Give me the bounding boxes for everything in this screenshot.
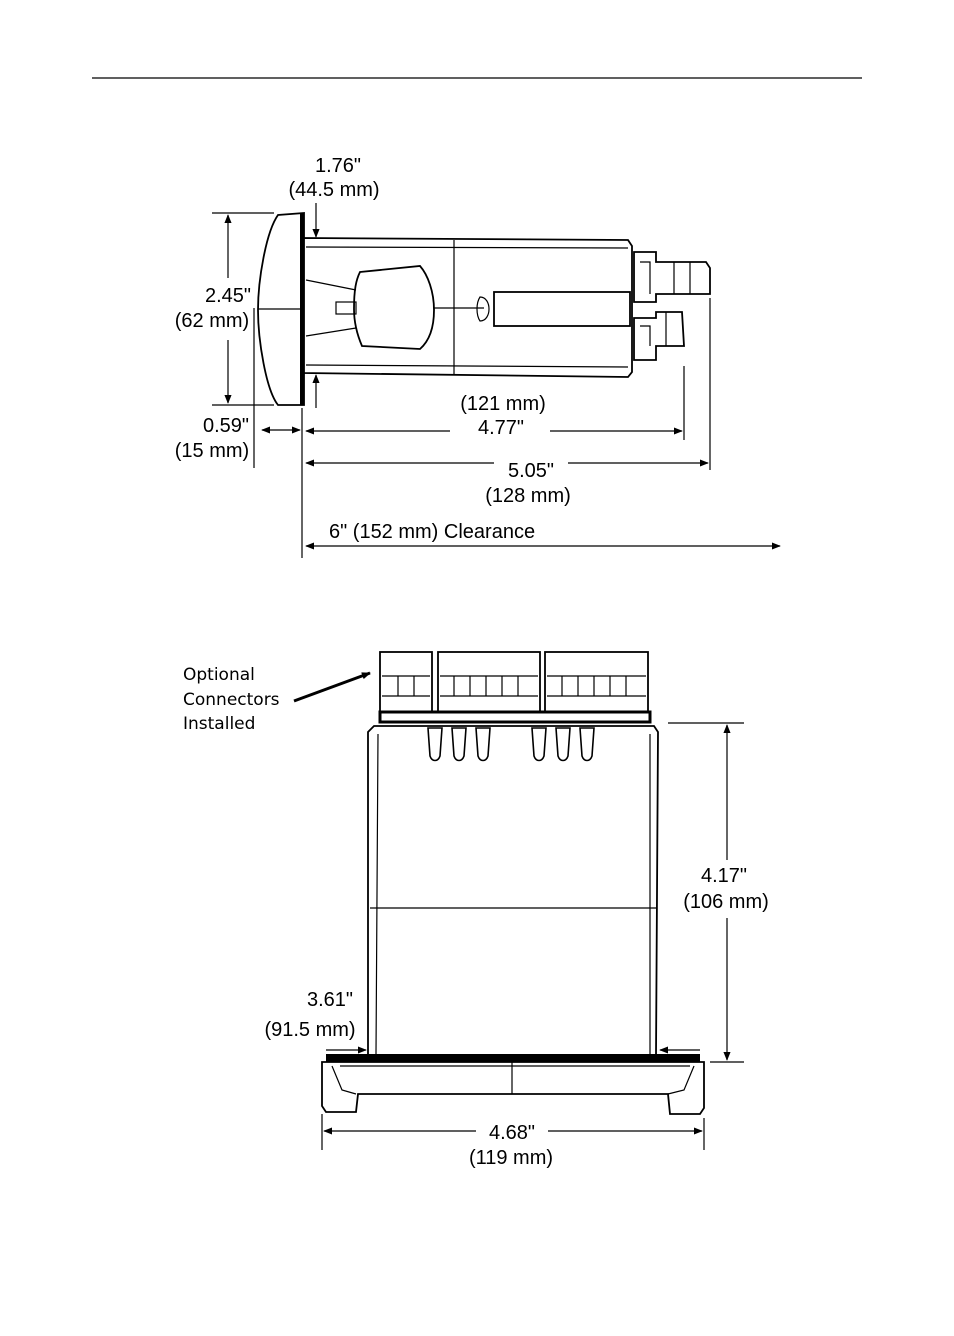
- side-nut: [476, 296, 490, 322]
- case-width-mm: (91.5 mm): [264, 1019, 355, 1041]
- case-width-inches: 3.61": [307, 989, 353, 1011]
- top-case: [367, 725, 659, 1057]
- top-case-pins: [427, 727, 595, 762]
- side-connector-top-detail: [640, 261, 691, 294]
- depth-top-mm: (44.5 mm): [288, 179, 379, 201]
- connector-terminals: [382, 675, 646, 697]
- top-case-inner: [375, 733, 651, 1055]
- bezel-inches: 0.59": [203, 415, 249, 437]
- body-length-inches: 4.77": [478, 417, 524, 439]
- total-length-inches: 5.05": [508, 460, 554, 482]
- bezel-width-mm: (119 mm): [469, 1147, 553, 1169]
- total-length-mm: (128 mm): [485, 485, 571, 507]
- top-bezel-inner: [331, 1062, 695, 1095]
- connector-block-1: [379, 651, 433, 717]
- connector-strip: [378, 710, 652, 724]
- side-shaft: [335, 301, 357, 315]
- side-connector-bottom: [633, 311, 685, 361]
- side-connector-top: [633, 251, 711, 303]
- side-body-inner-bottom: [305, 364, 629, 368]
- connectors-note-line2: Connectors: [183, 690, 280, 710]
- depth-top-inches: 1.76": [315, 155, 361, 177]
- clearance-label: 6" (152 mm) Clearance: [329, 521, 535, 543]
- top-view: Optional Connectors Installed 4.17" (106…: [183, 651, 769, 1169]
- side-knob: [353, 265, 435, 350]
- top-depth-mm: (106 mm): [683, 891, 769, 913]
- top-depth-inches: 4.17": [701, 865, 747, 887]
- connector-block-2: [437, 651, 541, 717]
- side-bracket: [305, 279, 357, 337]
- bezel-width-inches: 4.68": [489, 1122, 535, 1144]
- connector-block-3: [544, 651, 649, 717]
- connectors-note-arrow: [293, 671, 371, 703]
- side-body-inner-top: [305, 246, 629, 249]
- side-connector-bottom-detail: [640, 312, 667, 346]
- height-mm: (62 mm): [175, 310, 249, 332]
- body-length-mm: (121 mm): [460, 393, 546, 415]
- height-inches: 2.45": [205, 285, 251, 307]
- top-bezel-face: [326, 1054, 700, 1062]
- top-bezel: [321, 1061, 705, 1115]
- side-view: 2.45" (62 mm) 1.76" (44.5 mm) 0.59" (15 …: [175, 155, 781, 558]
- connectors-note-line3: Installed: [183, 714, 255, 734]
- side-board: [493, 291, 631, 327]
- bezel-mm: (15 mm): [175, 440, 249, 462]
- connectors-note-line1: Optional: [183, 665, 255, 685]
